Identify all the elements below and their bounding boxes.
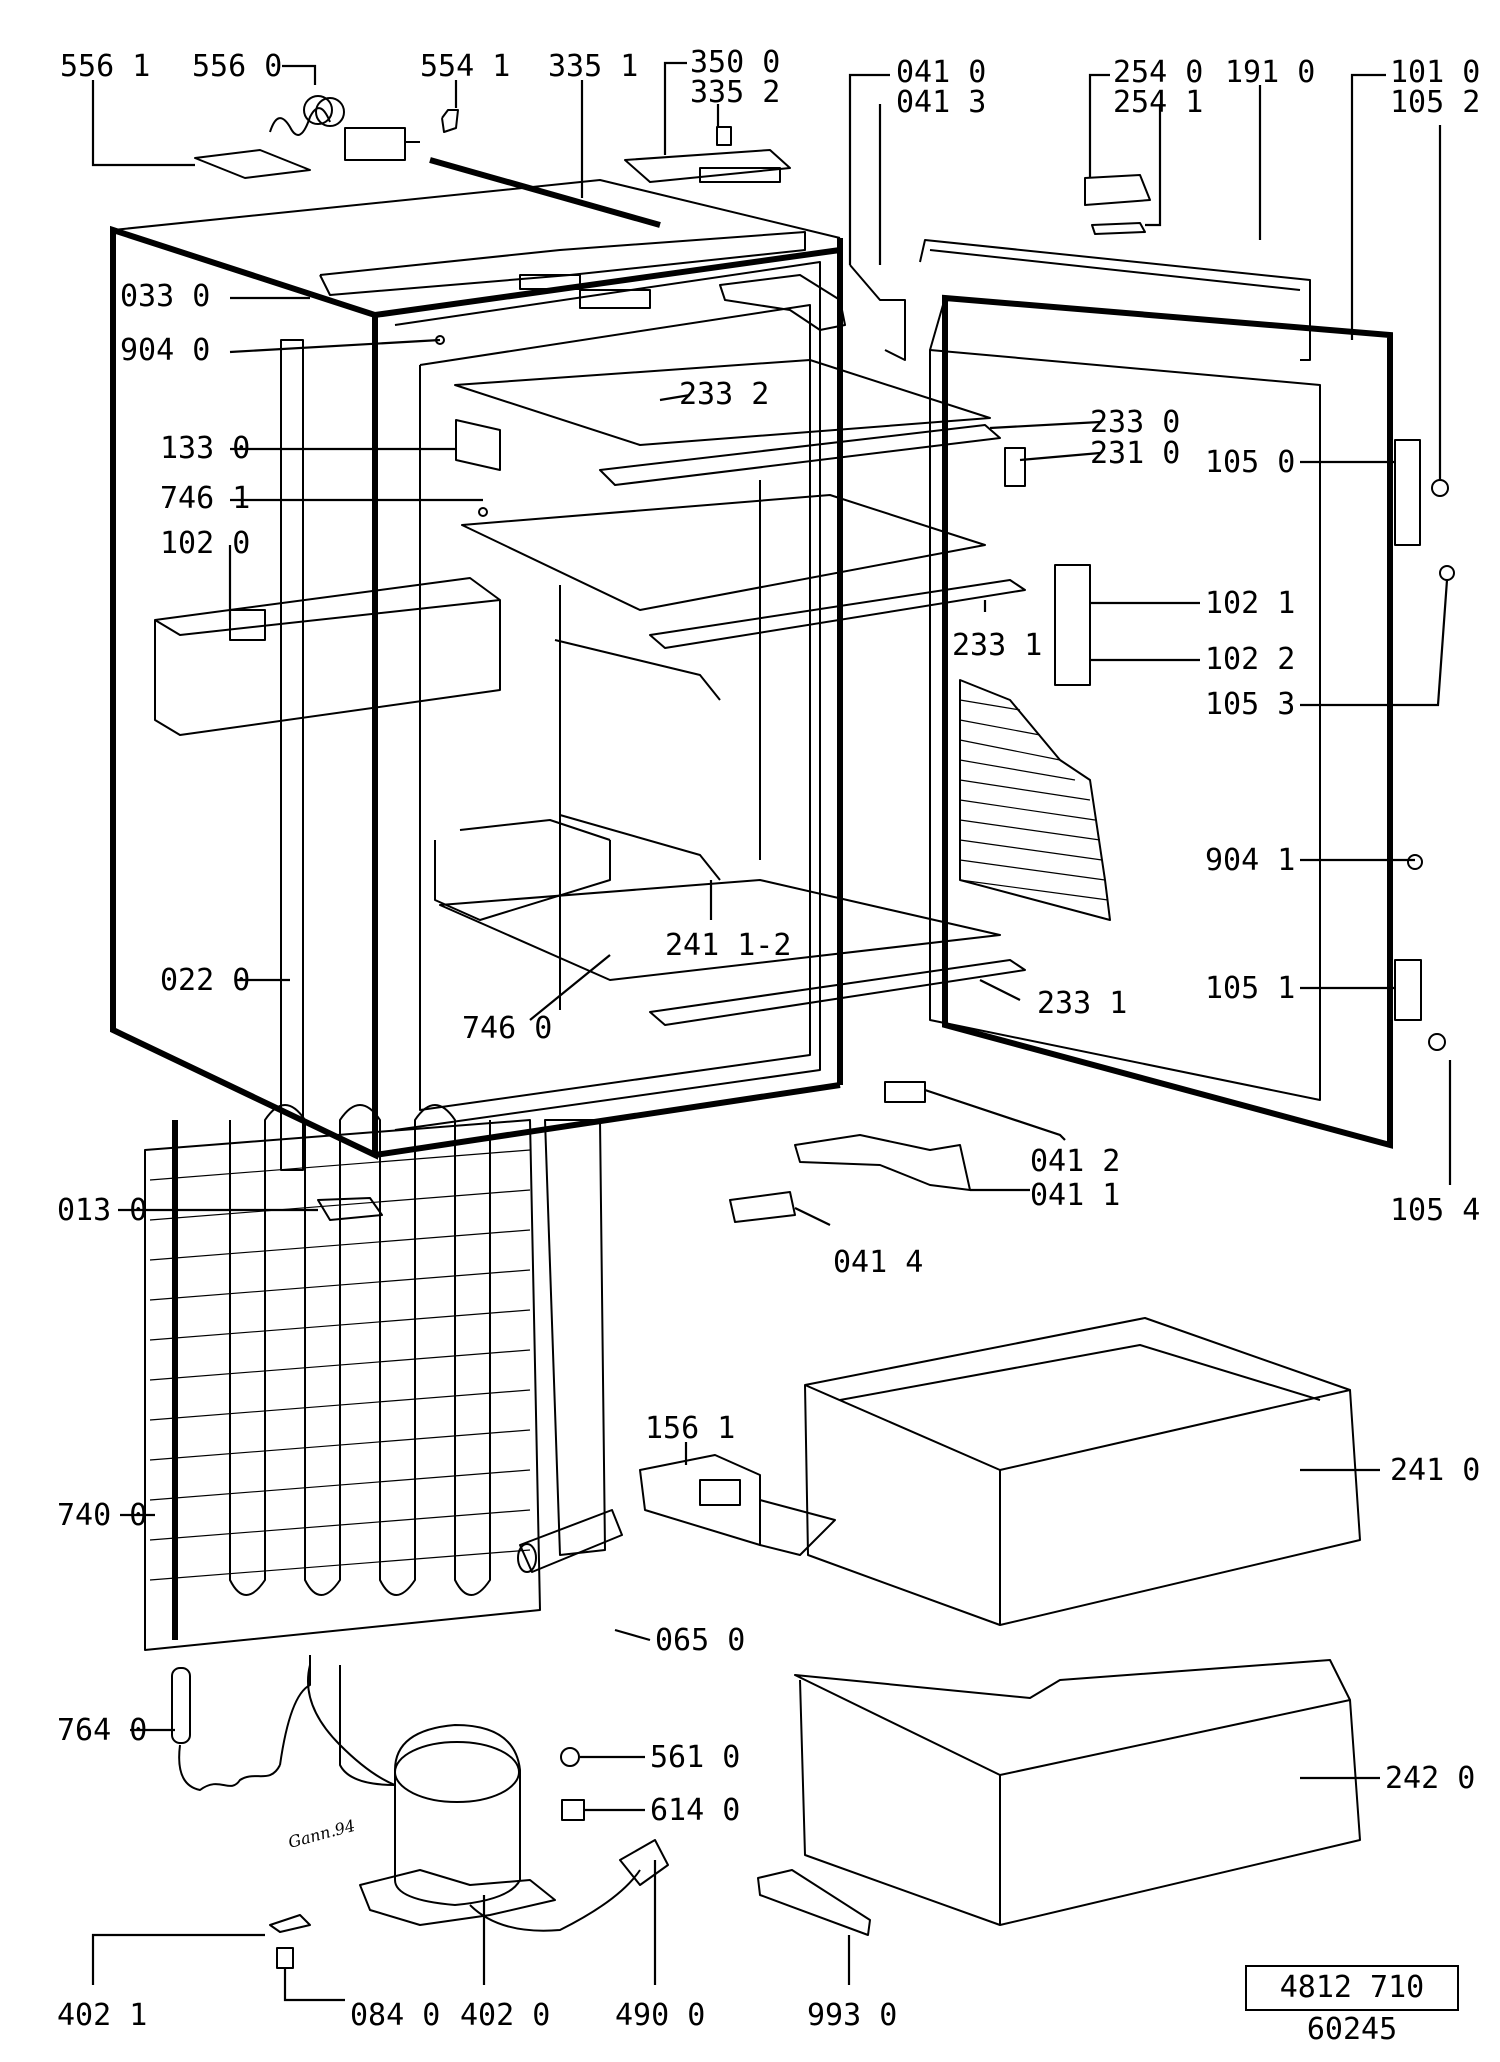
lamp-cover [194, 149, 311, 179]
label-556-0: 556 0 [192, 49, 282, 84]
label-614-0: 614 0 [650, 1793, 740, 1828]
label-241-1-2: 241 1-2 [665, 928, 791, 963]
control-panel [624, 126, 791, 183]
filter-drier [171, 1655, 311, 1791]
label-105-4: 105 4 [1390, 1193, 1480, 1228]
label-402-0: 402 0 [460, 1998, 550, 2033]
label-233-0: 233 0 [1090, 405, 1180, 440]
shelves [439, 359, 1026, 1026]
bottom-hinge [729, 1081, 971, 1223]
label-133-0: 133 0 [160, 431, 250, 466]
label-065-0: 065 0 [655, 1623, 745, 1658]
label-102-1: 102 1 [1205, 586, 1295, 621]
tube [517, 1509, 623, 1573]
label-242-0: 242 0 [1385, 1761, 1475, 1796]
ice-tray [639, 1454, 836, 1556]
door-handle [1084, 174, 1151, 235]
label-041-3: 041 3 [896, 85, 986, 120]
label-556-1: 556 1 [60, 49, 150, 84]
top-hinge [719, 264, 906, 361]
part-labels: 556 1 556 0 554 1 335 1 350 0 335 2 041 … [57, 45, 1480, 2033]
label-233-2: 233 2 [679, 377, 769, 412]
label-231-0: 231 0 [1090, 436, 1180, 471]
label-350-0: 350 0 [690, 45, 780, 80]
label-013-0: 013 0 [57, 1193, 147, 1228]
condenser-fins [149, 1149, 531, 1581]
label-233-1-lower: 233 1 [1037, 986, 1127, 1021]
label-105-3: 105 3 [1205, 687, 1295, 722]
scraper [757, 1869, 871, 1936]
label-101-0: 101 0 [1390, 55, 1480, 90]
crisper-drawer-241 [804, 1317, 1361, 1626]
label-022-0: 022 0 [160, 963, 250, 998]
label-993-0: 993 0 [807, 1998, 897, 2033]
clip-554 [441, 109, 459, 133]
label-041-2: 041 2 [1030, 1144, 1120, 1179]
label-254-0: 254 0 [1113, 55, 1203, 90]
cabinet-body [110, 179, 843, 1160]
power-plug [469, 1839, 669, 1932]
label-335-1: 335 1 [548, 49, 638, 84]
label-740-0: 740 0 [57, 1498, 147, 1533]
door-insulation-hatch [959, 679, 1111, 921]
label-241-0: 241 0 [1390, 1453, 1480, 1488]
door-gasket [919, 239, 1311, 361]
label-041-1: 041 1 [1030, 1178, 1120, 1213]
label-254-1: 254 1 [1113, 85, 1203, 120]
label-105-1: 105 1 [1205, 971, 1295, 1006]
label-904-1: 904 1 [1205, 843, 1295, 878]
clip-013 [317, 1197, 383, 1221]
label-105-2: 105 2 [1390, 85, 1480, 120]
label-033-0: 033 0 [120, 279, 210, 314]
label-156-1: 156 1 [645, 1411, 735, 1446]
shelf-rails [455, 419, 721, 881]
pipe [280, 339, 304, 1171]
relay-components [560, 1747, 585, 1821]
air-duct [154, 577, 501, 736]
door [929, 294, 1422, 1149]
label-041-4: 041 4 [833, 1245, 923, 1280]
label-554-1: 554 1 [420, 49, 510, 84]
lower-drawer-242 [794, 1659, 1361, 1926]
label-746-0: 746 0 [462, 1011, 552, 1046]
label-084-0: 084 0 [350, 1998, 440, 2033]
compressor-clip [269, 1914, 311, 1969]
label-561-0: 561 0 [650, 1740, 740, 1775]
label-764-0: 764 0 [57, 1713, 147, 1748]
handwritten-note: Gann.94 [286, 1816, 357, 1852]
label-490-0: 490 0 [615, 1998, 705, 2033]
label-746-1: 746 1 [160, 481, 250, 516]
thermostat [269, 95, 420, 161]
leader-lines [91, 61, 1452, 2002]
label-402-1: 402 1 [57, 1998, 147, 2033]
top-strip [429, 157, 661, 228]
compressor [307, 1664, 556, 1926]
condenser [144, 1104, 606, 1651]
label-191-0: 191 0 [1225, 55, 1315, 90]
label-041-0: 041 0 [896, 55, 986, 90]
document-number: 4812 710 60245 [1279, 1970, 1425, 2047]
part-drawings [110, 95, 1455, 1969]
label-102-2: 102 2 [1205, 642, 1295, 677]
document-number-box: 4812 710 60245 [1245, 1965, 1459, 2047]
label-335-2: 335 2 [690, 75, 780, 110]
label-233-1-upper: 233 1 [952, 628, 1042, 663]
label-904-0: 904 0 [120, 333, 210, 368]
label-102-0: 102 0 [160, 526, 250, 561]
label-105-0: 105 0 [1205, 445, 1295, 480]
